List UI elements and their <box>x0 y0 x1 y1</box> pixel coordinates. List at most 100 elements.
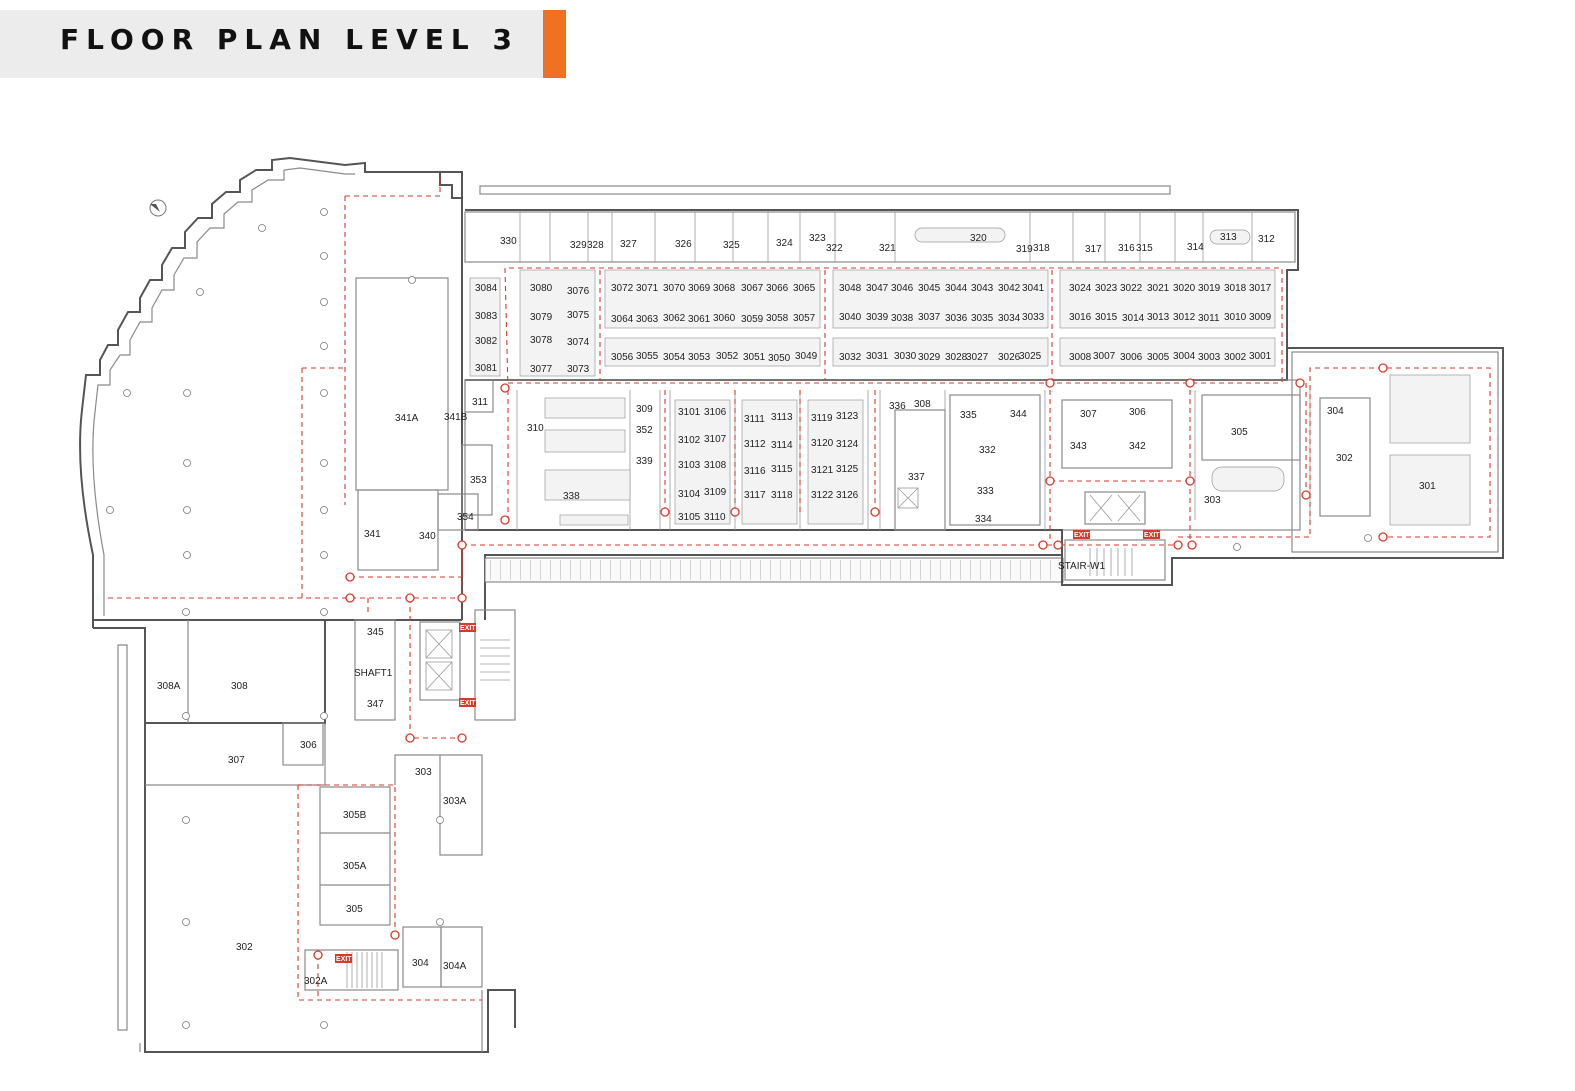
station-label: 3056 <box>611 352 634 363</box>
room-label: 316 <box>1118 243 1135 254</box>
room-label: 3117 <box>744 490 766 501</box>
station-label: 3026 <box>998 352 1021 363</box>
station-label: 3013 <box>1147 312 1170 323</box>
station-label: 3071 <box>636 283 659 294</box>
exit-sign: EXIT <box>460 625 476 632</box>
room-label: 319 <box>1016 244 1033 255</box>
room-label: 341B <box>444 412 468 423</box>
station-label: 3061 <box>688 314 711 325</box>
workstation-labels-row1: 3084 3080 3076 3072 3071 3070 3069 3068 … <box>475 283 1272 297</box>
exit-sign: EXIT <box>1074 532 1090 539</box>
station-label: 3066 <box>766 283 789 294</box>
east-wing-outline <box>1061 347 1504 586</box>
room-label: 328 <box>587 240 604 251</box>
station-label: 3057 <box>793 313 816 324</box>
room-label: 302A <box>304 976 328 987</box>
building-walls <box>79 156 1504 1053</box>
room-label: 301 <box>1419 481 1436 492</box>
west-wing-outline-inner <box>92 167 355 616</box>
station-label: 3034 <box>998 313 1021 324</box>
station-label: 3043 <box>971 283 994 294</box>
station-label: 3059 <box>741 314 764 325</box>
station-label: 3073 <box>567 364 590 375</box>
workstation-labels-row4: 3081 3077 3073 <box>475 363 590 375</box>
station-label: 3049 <box>795 351 818 362</box>
station-label: 3076 <box>567 286 590 297</box>
room-label: 344 <box>1010 409 1027 420</box>
station-label: 3054 <box>663 352 686 363</box>
fire-extinguishers <box>313 363 1388 960</box>
room-label: 321 <box>879 243 896 254</box>
station-label: 3047 <box>866 283 889 294</box>
room-label: 320 <box>970 233 987 244</box>
station-label: 3078 <box>530 335 553 346</box>
station-label: 3046 <box>891 283 914 294</box>
station-label: 3060 <box>713 313 736 324</box>
station-label: 3052 <box>716 351 739 362</box>
station-label: 3011 <box>1198 313 1220 324</box>
station-label: 3024 <box>1069 283 1092 294</box>
station-label: 3023 <box>1095 283 1118 294</box>
page-title: FLOOR PLAN LEVEL 3 <box>60 23 519 56</box>
room-label: 3125 <box>836 464 859 475</box>
station-label: 3038 <box>891 313 914 324</box>
room-label: 335 <box>960 410 977 421</box>
room-label: 303 <box>415 767 432 778</box>
room-label: 305A <box>343 861 367 872</box>
room-label: 325 <box>723 240 740 251</box>
room-label: 3126 <box>836 490 859 501</box>
terrace-hatch <box>488 560 1060 580</box>
room-label: 314 <box>1187 242 1204 253</box>
room-label: 3114 <box>771 440 793 451</box>
station-label: 3036 <box>945 313 968 324</box>
station-label: 3020 <box>1173 283 1196 294</box>
room-label: 304A <box>443 961 467 972</box>
room-label: STAIR-W1 <box>1058 561 1105 572</box>
room-label: 3104 <box>678 489 701 500</box>
room-label: 304 <box>412 958 429 969</box>
exit-sign: EXIT <box>460 700 476 707</box>
title-accent-bar <box>543 10 566 78</box>
station-label: 3042 <box>998 283 1021 294</box>
station-label: 3030 <box>894 351 917 362</box>
station-label: 3050 <box>768 353 791 364</box>
egress-routes <box>108 178 1491 1001</box>
room-label: 305 <box>346 904 363 915</box>
room-label: 353 <box>470 475 487 486</box>
room-label: 3106 <box>704 407 727 418</box>
station-label: 3051 <box>743 352 766 363</box>
station-label: 3040 <box>839 312 862 323</box>
workstation-labels-row3: 3082 3078 3074 3056 3055 3054 3053 3052 … <box>475 335 1272 364</box>
room-label: 3110 <box>704 512 726 523</box>
room-label: 324 <box>776 238 793 249</box>
station-label: 3028 <box>945 352 968 363</box>
room-label: 345 <box>367 627 384 638</box>
station-label: 3009 <box>1249 312 1272 323</box>
room-label: 302 <box>236 942 253 953</box>
station-label: 3029 <box>918 352 941 363</box>
room-label: 327 <box>620 239 637 250</box>
room-label: 306 <box>1129 407 1146 418</box>
station-label: 3039 <box>866 312 889 323</box>
room-label: 3103 <box>678 460 701 471</box>
room-label: 3105 <box>678 512 701 523</box>
room-label: 303A <box>443 796 467 807</box>
station-label: 3058 <box>766 313 789 324</box>
station-label: 3002 <box>1224 352 1247 363</box>
room-labels-west: 341A 341B 311 353 354 341 340 345 SHAFT1… <box>157 397 488 987</box>
room-label: 306 <box>300 740 317 751</box>
west-wing-outline <box>79 156 463 628</box>
station-label: 3041 <box>1022 283 1045 294</box>
station-label: 3083 <box>475 311 498 322</box>
room-label: 332 <box>979 445 996 456</box>
room-label: 330 <box>500 236 517 247</box>
station-label: 3068 <box>713 283 736 294</box>
room-label: 3116 <box>744 466 766 477</box>
station-label: 3062 <box>663 313 686 324</box>
workstation-blocks <box>469 269 1276 377</box>
station-label: 3018 <box>1224 283 1247 294</box>
room-label: 313 <box>1220 232 1237 243</box>
room-label: 3101 <box>678 407 701 418</box>
room-label: 3120 <box>811 438 834 449</box>
room-label: 3108 <box>704 460 727 471</box>
